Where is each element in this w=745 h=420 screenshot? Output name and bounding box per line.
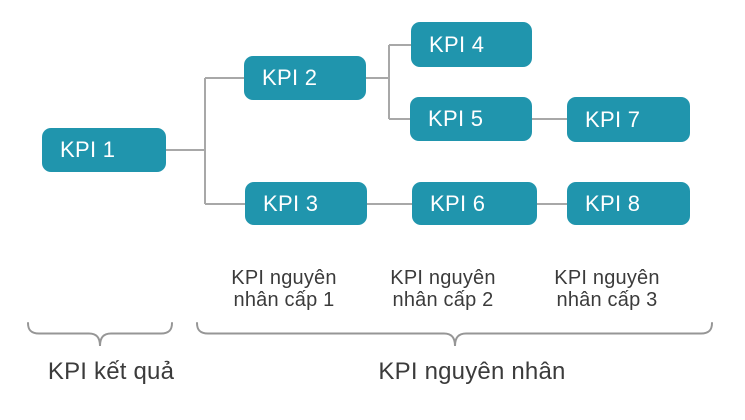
node-kpi-3-label: KPI 3: [263, 190, 319, 216]
left-brace: [27, 322, 173, 347]
column-label-3: KPI nguyên nhân cấp 3: [532, 267, 682, 311]
node-kpi-8-label: KPI 8: [585, 190, 641, 216]
node-kpi-2: KPI 2: [244, 56, 366, 100]
node-kpi-5-label: KPI 5: [428, 106, 484, 131]
edge-kpi2-branch: [366, 44, 411, 120]
right-brace: [196, 322, 713, 347]
node-kpi-4-label: KPI 4: [429, 31, 485, 57]
node-kpi-1: KPI 1: [42, 128, 166, 172]
node-kpi-7-label: KPI 7: [585, 106, 641, 132]
node-kpi-6-label: KPI 6: [430, 190, 486, 216]
cause-group-label: KPI nguyên nhân: [378, 358, 566, 385]
column-label-2: KPI nguyên nhân cấp 2: [368, 267, 518, 311]
column-label-1-line2: nhân cấp 1: [233, 289, 335, 311]
node-kpi-8: KPI 8: [567, 182, 690, 225]
column-label-3-line1: KPI nguyên: [554, 267, 660, 289]
column-label-3-line2: nhân cấp 3: [556, 289, 658, 311]
column-label-2-line1: KPI nguyên: [390, 267, 496, 289]
column-label-1-line1: KPI nguyên: [231, 267, 337, 289]
result-group-label: KPI kết quả: [47, 358, 175, 385]
node-kpi-7: KPI 7: [567, 97, 690, 142]
column-label-1: KPI nguyên nhân cấp 1: [209, 267, 359, 311]
edge-kpi1-branch: [166, 77, 245, 205]
node-kpi-5: KPI 5: [410, 97, 532, 141]
node-kpi-4: KPI 4: [411, 22, 532, 67]
node-kpi-6: KPI 6: [412, 182, 537, 225]
node-kpi-2-label: KPI 2: [262, 65, 318, 90]
column-label-2-line2: nhân cấp 2: [392, 289, 494, 311]
node-kpi-3: KPI 3: [245, 182, 367, 225]
node-kpi-1-label: KPI 1: [60, 137, 116, 162]
